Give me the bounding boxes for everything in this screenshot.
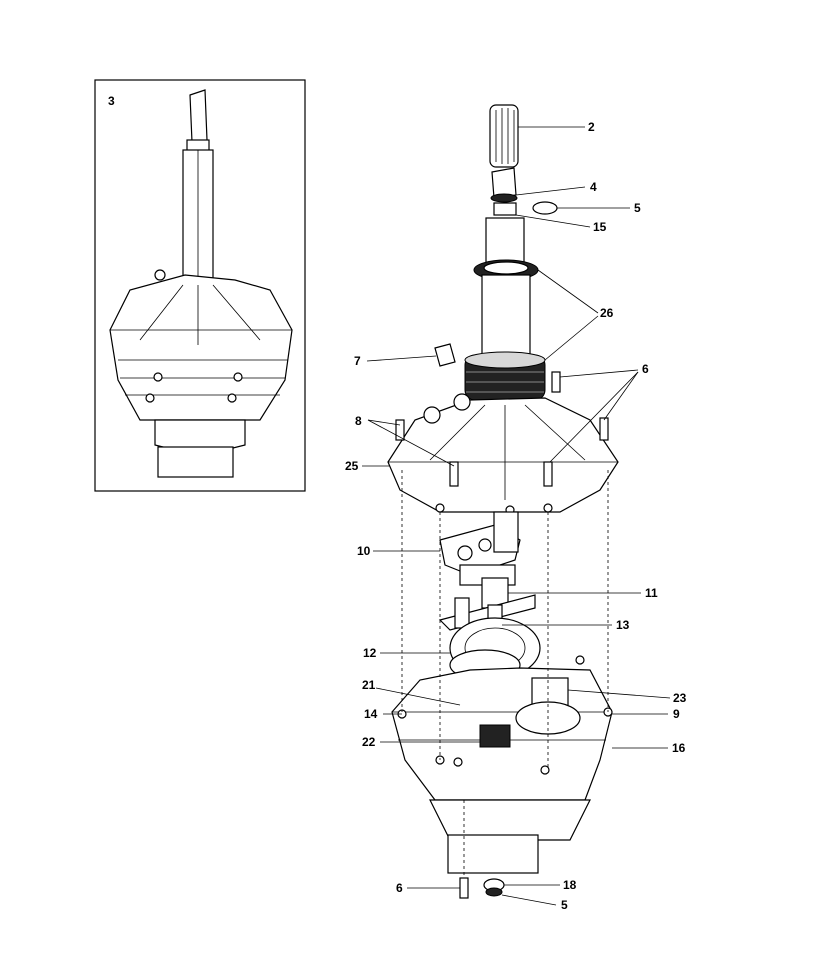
screw-8-a: [395, 419, 405, 441]
main-exploded-view: [387, 104, 619, 899]
callout-15: 15: [593, 220, 607, 234]
callout-11: 11: [645, 586, 658, 600]
leader-lines: [362, 126, 671, 906]
ring-5-bottom: [485, 887, 503, 897]
inset-assembled-view: 3: [94, 79, 306, 492]
seal-15: [493, 202, 517, 216]
inset-frame: [94, 79, 306, 492]
callout-21: 21: [362, 678, 376, 692]
cap-7: [434, 343, 456, 367]
callout-6-bottom: 6: [396, 881, 403, 895]
callout-25: 25: [345, 459, 359, 473]
inset-base-block: [157, 446, 234, 478]
callout-23: 23: [673, 691, 687, 705]
callout-8: 8: [355, 414, 362, 428]
callout-26: 26: [600, 306, 614, 320]
screw-6-bottom: [459, 877, 469, 899]
screw-8-b: [449, 461, 459, 487]
cover-25: [387, 397, 619, 513]
callout-2: 2: [588, 120, 595, 134]
callout-16: 16: [672, 741, 686, 755]
callout-5-bottom: 5: [561, 898, 568, 912]
callout-5-top: 5: [634, 201, 641, 215]
callout-12: 12: [363, 646, 377, 660]
screw-6-c: [543, 461, 553, 487]
callout-18: 18: [563, 878, 577, 892]
callout-9: 9: [673, 707, 680, 721]
screw-6-b: [599, 417, 609, 441]
lower-bell: [429, 799, 591, 841]
callout-6-top: 6: [642, 362, 649, 376]
inset-shaft-tip: [189, 89, 208, 143]
gear-22: [479, 724, 511, 748]
screw-6-a: [551, 371, 561, 393]
callout-4: 4: [590, 180, 597, 194]
callout-14: 14: [364, 707, 378, 721]
washer-4: [490, 193, 518, 203]
callout-13: 13: [616, 618, 630, 632]
ring-5-top: [532, 201, 558, 215]
inset-lower-bell: [154, 419, 246, 451]
shaft-tube-lower: [481, 274, 531, 356]
inset-housing: [109, 274, 293, 421]
spline-shaft: [489, 104, 519, 168]
base-block: [447, 834, 539, 874]
callout-labels: 2 4 5 15 26 7 6 8 25 10 11 13 12 21 23 1…: [345, 120, 687, 912]
callout-22: 22: [362, 735, 376, 749]
inset-label: 3: [108, 94, 115, 108]
callout-10: 10: [357, 544, 371, 558]
shaft-tube-upper: [485, 217, 525, 264]
pinion-10: [493, 511, 519, 553]
callout-7: 7: [354, 354, 361, 368]
